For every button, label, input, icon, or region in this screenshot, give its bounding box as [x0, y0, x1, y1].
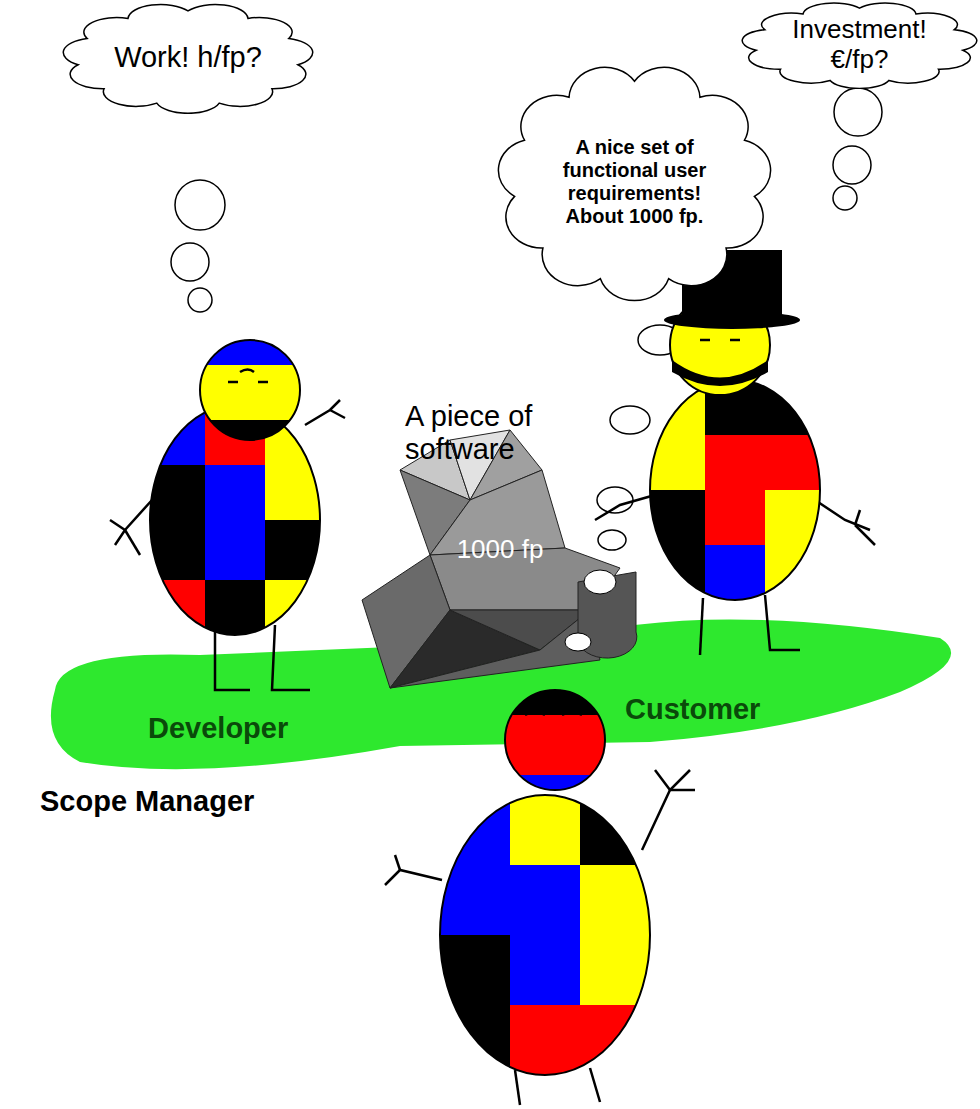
node-text: Investment! €/fp? — [775, 15, 945, 75]
thought-cloud: Investment! €/fp? — [741, 1, 978, 89]
role-label: Developer — [148, 712, 288, 745]
node-text: 1000 fp — [457, 535, 544, 565]
node-text: Work! h/fp? — [114, 41, 262, 74]
developer-figure — [110, 335, 345, 690]
customer-figure — [595, 250, 875, 655]
scope-manager-figure — [385, 685, 695, 1105]
role-label: Customer — [625, 693, 760, 726]
thought-cloud: A nice set of functional user requiremen… — [497, 62, 772, 302]
software-caption: A piece of software — [405, 400, 580, 467]
thought-cloud: Work! h/fp? — [62, 2, 314, 114]
node-text: A nice set of functional user requiremen… — [540, 136, 730, 228]
role-label: Scope Manager — [40, 785, 254, 818]
